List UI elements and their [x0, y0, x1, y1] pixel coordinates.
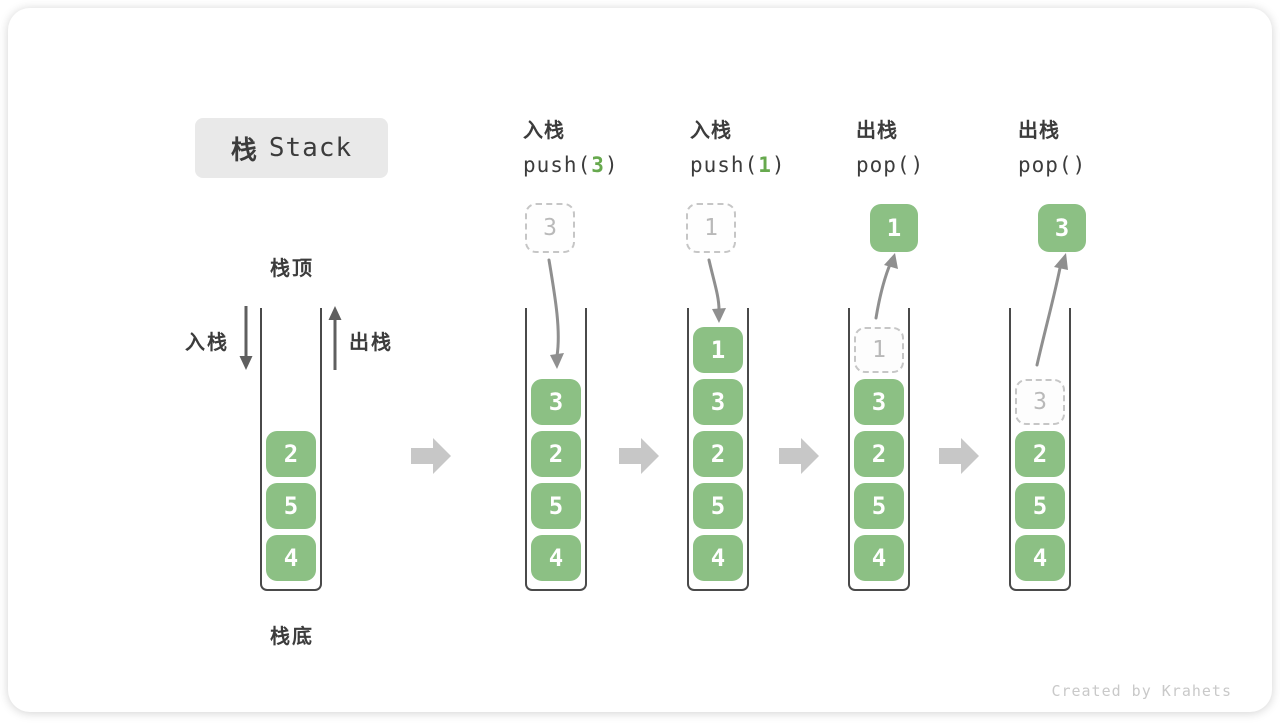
operation-push-3: 入栈 push(3): [523, 114, 619, 177]
pop-direction-label: 出栈: [349, 332, 393, 354]
step-arrow-icon: [411, 438, 451, 474]
stack-cell: 2: [1015, 431, 1065, 477]
stack-cell: 4: [854, 535, 904, 581]
operation-push-1: 入栈 push(1): [690, 114, 786, 177]
ghost-cell: 3: [1015, 379, 1065, 425]
operation-pop-2: 出栈 pop(): [1018, 114, 1086, 177]
stack-cell: 3: [531, 379, 581, 425]
arrows-overlay: [239, 253, 1068, 474]
stack-cell: 5: [266, 483, 316, 529]
stack-state-3: 1 3 2 5 4: [687, 308, 749, 591]
stack-cell: 4: [1015, 535, 1065, 581]
step-arrow-icon: [939, 438, 979, 474]
stack-cell: 5: [531, 483, 581, 529]
operation-name: 出栈: [1018, 120, 1060, 142]
operation-pop-1: 出栈 pop(): [856, 114, 924, 177]
title-badge: 栈 Stack: [195, 118, 388, 178]
incoming-value-box: 1: [686, 203, 736, 253]
stack-state-2: 3 2 5 4: [525, 308, 587, 591]
watermark: Created by Krahets: [1051, 682, 1232, 700]
stack-bottom-label: 栈底: [270, 626, 314, 648]
operation-code: push(3): [523, 153, 619, 177]
stack-cell: 5: [1015, 483, 1065, 529]
title-en: Stack: [268, 133, 353, 163]
operation-code: pop(): [1018, 153, 1087, 177]
stack-cell: 5: [854, 483, 904, 529]
popped-value-box: 3: [1038, 204, 1086, 252]
diagram-card: 栈 Stack 入栈 push(3) 入栈 push(1) 出栈 pop() 出…: [8, 8, 1272, 712]
operation-code: push(1): [690, 153, 786, 177]
stack-cell: 4: [266, 535, 316, 581]
step-arrow-icon: [779, 438, 819, 474]
stack-cell: 4: [531, 535, 581, 581]
stack-cell: 4: [693, 535, 743, 581]
push-arg: 1: [758, 153, 772, 177]
stack-top-label: 栈顶: [270, 258, 314, 280]
pop-up-arrow: [328, 306, 342, 370]
stack-state-1: 2 5 4: [260, 308, 322, 591]
stack-state-5: 3 2 5 4: [1009, 308, 1071, 591]
step-arrow-icon: [619, 438, 659, 474]
stack-cell: 2: [531, 431, 581, 477]
push-direction-label: 入栈: [185, 332, 229, 354]
operation-name: 出栈: [856, 120, 898, 142]
stack-cell: 1: [693, 327, 743, 373]
stack-cell: 2: [266, 431, 316, 477]
stack-cell: 2: [693, 431, 743, 477]
incoming-value-box: 3: [525, 203, 575, 253]
stack-cell: 3: [693, 379, 743, 425]
title-zh: 栈: [230, 134, 257, 165]
push-down-arrow: [239, 306, 253, 370]
operation-code: pop(): [856, 153, 925, 177]
popped-value-box: 1: [870, 204, 918, 252]
operation-name: 入栈: [523, 120, 565, 142]
stack-cell: 2: [854, 431, 904, 477]
stack-state-4: 1 3 2 5 4: [848, 308, 910, 591]
operation-name: 入栈: [690, 120, 732, 142]
stack-cell: 5: [693, 483, 743, 529]
ghost-cell: 1: [854, 327, 904, 373]
stack-cell: 3: [854, 379, 904, 425]
push-arg: 3: [591, 153, 605, 177]
